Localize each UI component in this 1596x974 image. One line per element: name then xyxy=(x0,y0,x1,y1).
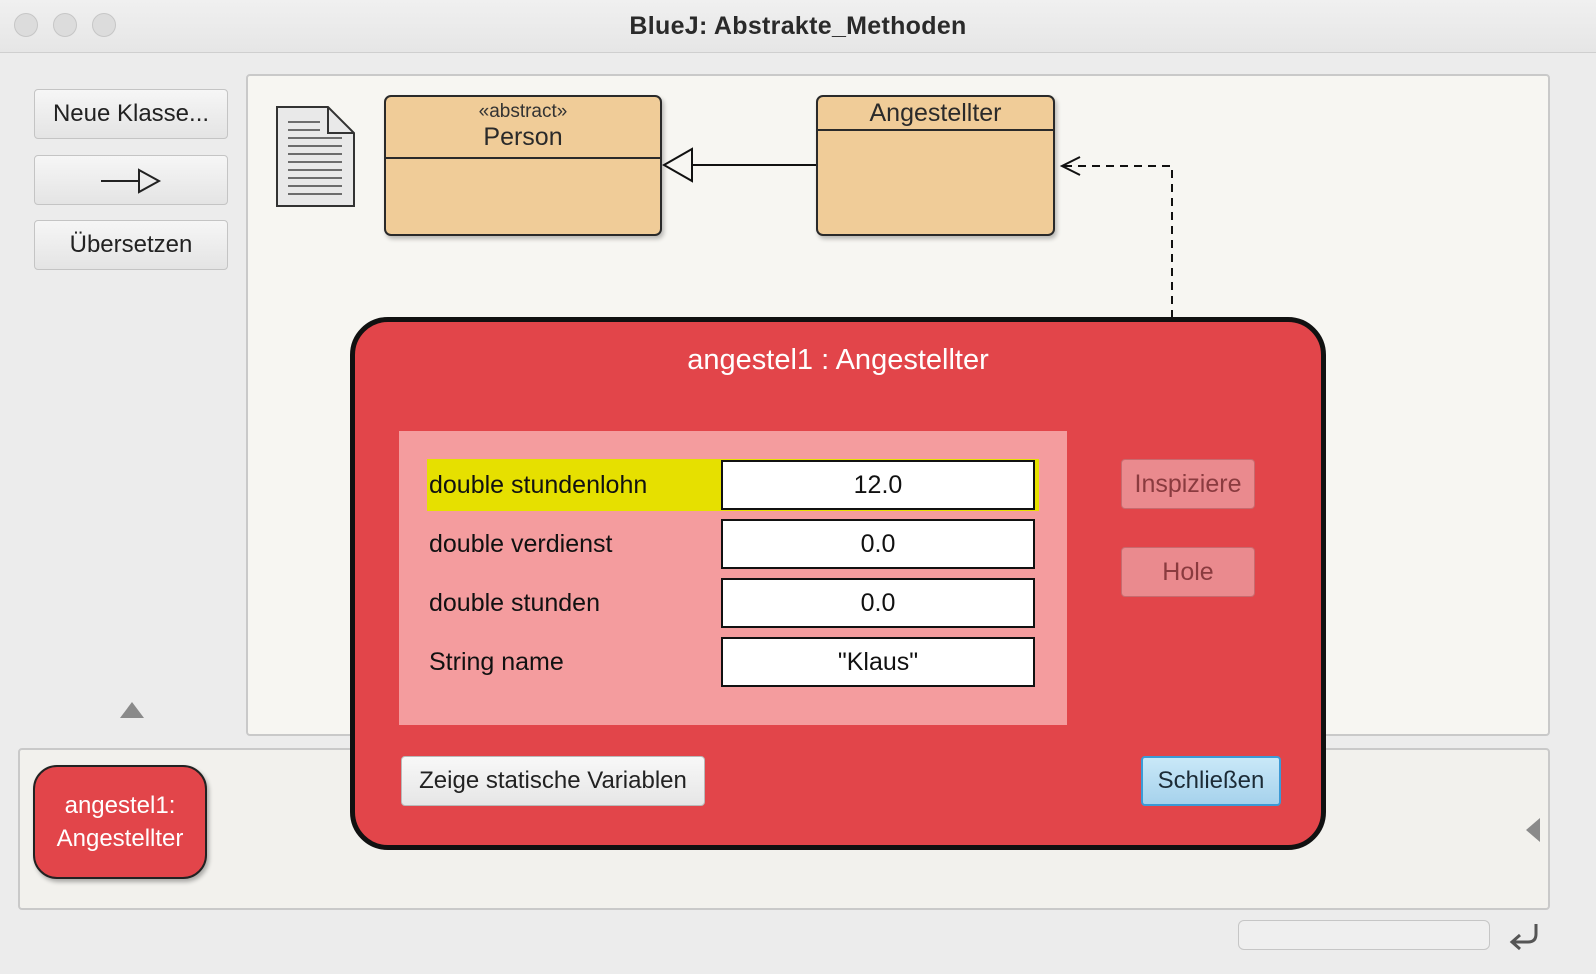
close-button[interactable]: Schließen xyxy=(1141,756,1281,806)
class-stereotype: «abstract» xyxy=(478,101,568,122)
field-label: double stunden xyxy=(429,589,600,617)
class-person-header: «abstract» Person xyxy=(386,97,660,159)
field-row-stunden[interactable]: double stunden 0.0 xyxy=(427,577,1039,629)
field-value: 0.0 xyxy=(721,578,1035,628)
inheritance-arrow-button[interactable] xyxy=(34,155,228,205)
inheritance-arrowhead-icon xyxy=(661,147,693,183)
inspector-title: angestel1 : Angestellter xyxy=(687,344,989,376)
object-class: Angestellter xyxy=(56,825,184,852)
field-label: double stundenlohn xyxy=(429,471,648,499)
class-person[interactable]: «abstract» Person xyxy=(384,95,662,236)
class-angestellter[interactable]: Angestellter xyxy=(816,95,1055,236)
fields-panel: double stundenlohn 12.0 double verdienst… xyxy=(399,431,1067,725)
minimize-window-icon[interactable] xyxy=(53,13,77,37)
field-row-verdienst[interactable]: double verdienst 0.0 xyxy=(427,518,1039,570)
new-class-button[interactable]: Neue Klasse... xyxy=(34,89,228,139)
class-angestellter-header: Angestellter xyxy=(818,97,1053,131)
class-name: Person xyxy=(483,123,563,151)
zoom-window-icon[interactable] xyxy=(92,13,116,37)
return-icon[interactable] xyxy=(1506,918,1542,954)
field-value: 0.0 xyxy=(721,519,1035,569)
status-field xyxy=(1238,920,1490,950)
scroll-left-icon[interactable] xyxy=(1526,818,1540,842)
object-name: angestel1: xyxy=(64,792,176,819)
field-value: 12.0 xyxy=(721,460,1035,510)
field-row-stundenlohn[interactable]: double stundenlohn 12.0 xyxy=(427,459,1039,511)
compile-button[interactable]: Übersetzen xyxy=(34,220,228,270)
inspect-button[interactable]: Inspiziere xyxy=(1121,459,1255,509)
field-row-name[interactable]: String name "Klaus" xyxy=(427,636,1039,688)
object-inspector-dialog: angestel1 : Angestellter double stundenl… xyxy=(350,317,1326,850)
show-static-variables-button[interactable]: Zeige statische Variablen xyxy=(401,756,705,806)
object-angestel1[interactable]: angestel1: Angestellter xyxy=(33,765,207,879)
window-title: BlueJ: Abstrakte_Methoden xyxy=(629,12,967,40)
field-value: "Klaus" xyxy=(721,637,1035,687)
inheritance-arrow-icon xyxy=(101,167,162,194)
title-bar: BlueJ: Abstrakte_Methoden xyxy=(0,0,1596,53)
class-name: Angestellter xyxy=(869,99,1002,127)
get-button[interactable]: Hole xyxy=(1121,547,1255,597)
scroll-up-icon[interactable] xyxy=(120,702,144,718)
field-label: String name xyxy=(429,648,564,676)
close-window-icon[interactable] xyxy=(14,13,38,37)
readme-document-icon[interactable] xyxy=(274,104,358,210)
dependency-line xyxy=(1064,165,1173,318)
dependency-arrowhead-icon xyxy=(1059,156,1081,176)
field-label: double verdienst xyxy=(429,530,613,558)
